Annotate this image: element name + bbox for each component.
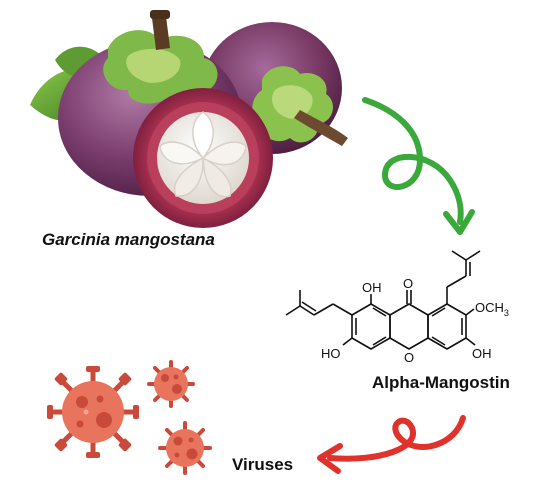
small-virus-icon-bottom <box>158 421 212 475</box>
methoxy-label: OCH3 <box>475 300 509 318</box>
large-virus-icon <box>47 366 139 458</box>
carbonyl-oxygen-label: O <box>403 276 413 291</box>
ring-oxygen-label: O <box>404 350 414 365</box>
hydroxyl-label-top: OH <box>362 280 382 295</box>
methoxy-text: OCH <box>475 300 504 315</box>
methoxy-subscript: 3 <box>504 308 509 318</box>
fruit-name-label: Garcinia mangostana <box>42 230 215 249</box>
small-virus-icon-top <box>147 360 195 408</box>
compound-name-label: Alpha-Mangostin <box>372 373 510 392</box>
hydroxyl-label-left: HO <box>321 346 341 361</box>
hydroxyl-label-right: OH <box>472 346 492 361</box>
mangosteen-flesh-segments <box>157 111 249 204</box>
virus-label: Viruses <box>232 455 294 474</box>
